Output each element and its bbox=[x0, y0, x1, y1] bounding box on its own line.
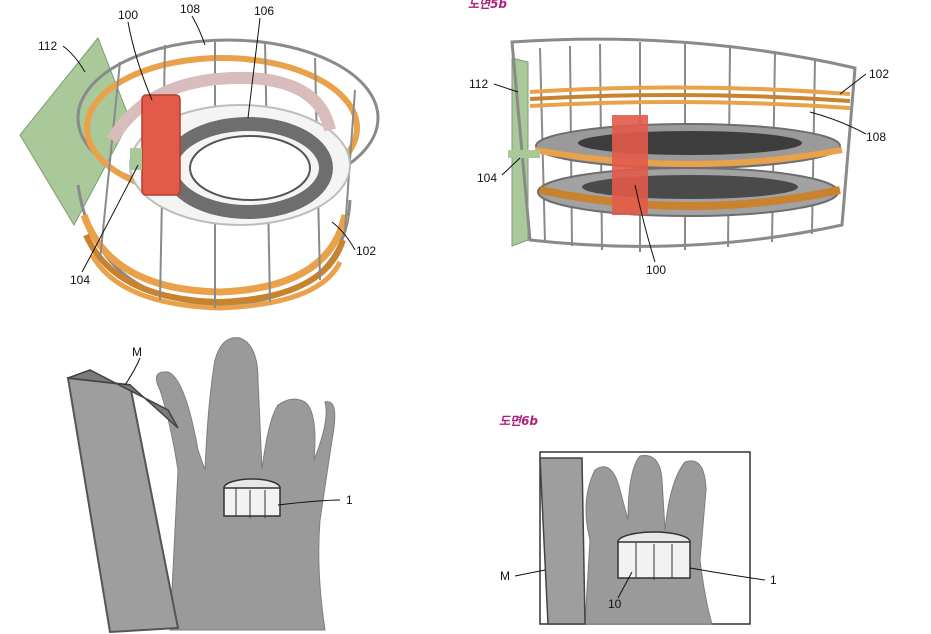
label-100-tl: 100 bbox=[118, 8, 138, 22]
label-108-tr: 108 bbox=[866, 130, 886, 144]
label-m-br: M bbox=[500, 569, 510, 583]
ring-1-facets-bl bbox=[235, 488, 266, 518]
orange-band-top-tr bbox=[529, 85, 851, 110]
label-106-tl: 106 bbox=[254, 4, 274, 18]
label-108-tl: 108 bbox=[180, 2, 200, 16]
orange-band-middle-tr bbox=[534, 147, 843, 167]
frame-outline-tr bbox=[510, 37, 857, 248]
orange-band-lower-3 bbox=[89, 253, 343, 311]
label-1-br: 1 bbox=[770, 573, 777, 587]
label-102-tl: 102 bbox=[356, 244, 376, 258]
leader-lines-tl bbox=[62, 15, 356, 273]
label-10-br: 10 bbox=[608, 597, 622, 611]
red-element-100-tr bbox=[612, 115, 648, 215]
orange-band-lower-tr bbox=[539, 186, 841, 210]
caption-top-right: 도면5b bbox=[468, 0, 507, 11]
label-102-tr: 102 bbox=[869, 67, 889, 81]
label-112-tl: 112 bbox=[38, 39, 57, 53]
leader-lines-br bbox=[514, 567, 766, 599]
label-104-tl: 104 bbox=[70, 273, 90, 287]
leader-lines-bl bbox=[124, 357, 341, 506]
middle-ring-hole-tr bbox=[578, 131, 802, 155]
panel-112 bbox=[19, 37, 131, 227]
label-m-bl: M bbox=[132, 345, 142, 359]
orange-band-lower-1 bbox=[80, 213, 349, 296]
green-element-104-tr bbox=[508, 150, 540, 158]
device-m-top-bl bbox=[67, 369, 179, 429]
pink-ring-108 bbox=[106, 71, 336, 144]
device-m-bl bbox=[66, 376, 180, 634]
label-1-bl: 1 bbox=[346, 493, 353, 507]
label-100-tr: 100 bbox=[646, 263, 666, 277]
device-m-br bbox=[539, 457, 586, 625]
figure-top-left: 100 108 106 112 104 102 bbox=[19, 2, 380, 311]
figure-bottom-right: 도면6b M 1 10 bbox=[499, 414, 777, 625]
ring-1-body-bl bbox=[223, 487, 281, 517]
green-element-104 bbox=[130, 148, 142, 170]
label-104-tr: 104 bbox=[477, 171, 497, 185]
label-112-tr: 112 bbox=[469, 77, 488, 91]
inner-ring-hole bbox=[189, 135, 311, 201]
caption-bottom-right: 도면6b bbox=[499, 414, 538, 428]
orange-band-lower-2 bbox=[83, 233, 346, 306]
figure-top-right: 도면5b bbox=[468, 0, 889, 277]
red-element-100 bbox=[141, 94, 181, 196]
leader-lines-tr bbox=[493, 73, 867, 263]
ring-1-facets-br bbox=[635, 542, 673, 580]
figure-bottom-left: M 1 bbox=[66, 337, 353, 634]
